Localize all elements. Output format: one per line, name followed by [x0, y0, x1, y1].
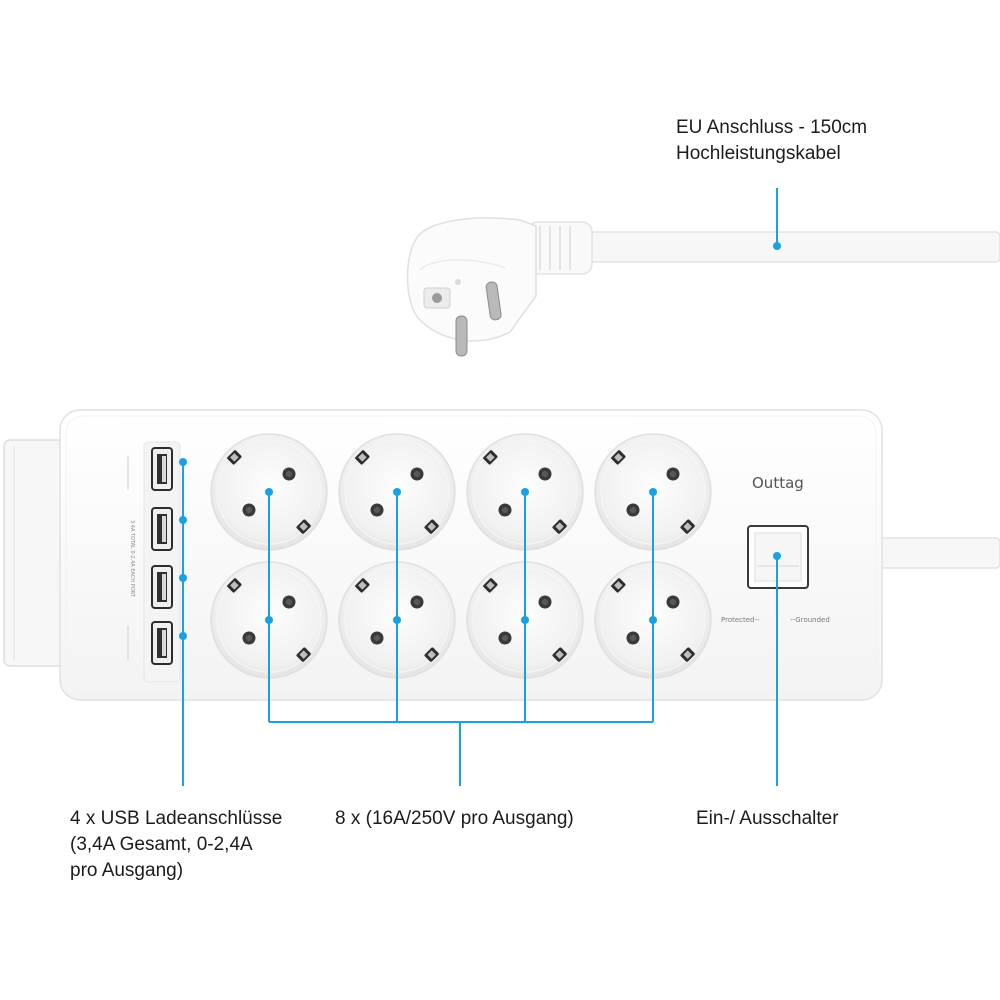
- usb-callout-line1: 4 x USB Ladeanschlüsse: [70, 808, 283, 829]
- usb-callout: 4 x USB Ladeanschlüsse (3,4A Gesamt, 0-2…: [70, 806, 282, 884]
- callout-lines: [179, 188, 781, 786]
- usb-port[interactable]: [151, 621, 173, 665]
- protected-indicator-label: Protected--: [721, 616, 760, 624]
- cable-callout: EU Anschluss - 150cm Hochleistungskabel: [676, 115, 867, 167]
- outlets-callout: 8 x (16A/250V pro Ausgang): [335, 806, 574, 832]
- usb-callout-line3: pro Ausgang): [70, 860, 184, 881]
- switch-callout-line1: Ein-/ Ausschalter: [696, 808, 839, 829]
- usb-port[interactable]: [151, 507, 173, 551]
- usb-callout-line2: (3,4A Gesamt, 0-2,4A: [70, 834, 253, 855]
- brand-logo: Outtag: [752, 474, 804, 492]
- switch-callout: Ein-/ Ausschalter: [696, 806, 839, 832]
- eu-plug: [406, 217, 1000, 357]
- cable-callout-line2: Hochleistungskabel: [676, 143, 841, 164]
- cable-callout-line1: EU Anschluss - 150cm: [676, 117, 868, 138]
- grounded-indicator-label: --Grounded: [790, 616, 830, 624]
- outlets-callout-line1: 8 x (16A/250V pro Ausgang): [335, 808, 574, 829]
- usb-rating-text: 3.4A TOTAL 0-2.4A EACH PORT: [129, 520, 135, 598]
- usb-port[interactable]: [151, 447, 173, 491]
- usb-port[interactable]: [151, 565, 173, 609]
- usb-ports: [151, 447, 173, 665]
- power-cable: [579, 231, 1000, 263]
